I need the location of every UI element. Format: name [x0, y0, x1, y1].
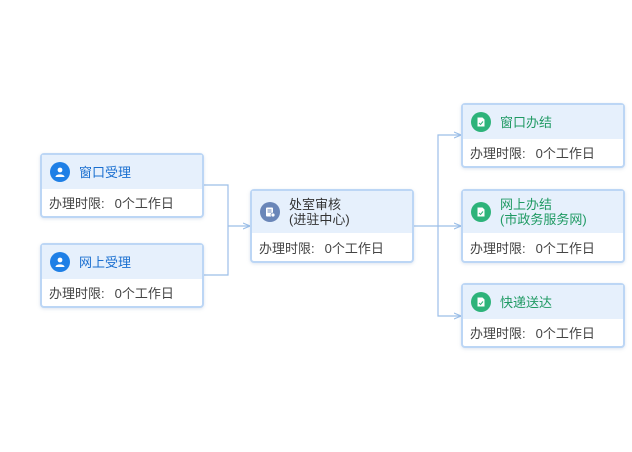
node-header: 快递送达 [463, 285, 623, 319]
review-icon [260, 202, 280, 222]
time-label: 办理时限: [470, 240, 526, 256]
time-value: 0个工作日 [535, 326, 595, 341]
node-header: 网上办结 (市政务服务网) [463, 191, 623, 233]
node-header: 网上受理 [42, 245, 202, 279]
node-window-done[interactable]: 窗口办结 办理时限: 0个工作日 [461, 103, 625, 168]
node-review[interactable]: 处室审核 (进驻中心) 办理时限: 0个工作日 [250, 189, 414, 263]
node-title: 处室审核 (进驻中心) [289, 197, 350, 227]
connector-window-accept [204, 184, 229, 226]
node-time: 办理时限: 0个工作日 [252, 233, 412, 261]
time-value: 0个工作日 [114, 196, 174, 211]
node-time: 办理时限: 0个工作日 [463, 319, 623, 346]
document-icon [471, 202, 491, 222]
user-icon [50, 162, 70, 182]
node-title: 快递送达 [500, 294, 553, 310]
connector-to-express [437, 226, 461, 316]
node-express[interactable]: 快递送达 办理时限: 0个工作日 [461, 283, 625, 348]
user-icon [50, 252, 70, 272]
document-icon [471, 292, 491, 312]
node-title: 窗口受理 [79, 164, 132, 180]
node-header: 窗口受理 [42, 155, 202, 189]
node-online-accept[interactable]: 网上受理 办理时限: 0个工作日 [40, 243, 204, 308]
document-icon [471, 112, 491, 132]
node-online-done[interactable]: 网上办结 (市政务服务网) 办理时限: 0个工作日 [461, 189, 625, 263]
node-title: 窗口办结 [500, 114, 553, 130]
time-label: 办理时限: [49, 286, 105, 301]
node-time: 办理时限: 0个工作日 [42, 279, 202, 306]
node-title-line2: (进驻中心) [289, 212, 350, 227]
time-label: 办理时限: [470, 326, 526, 341]
node-title: 网上办结 (市政务服务网) [500, 197, 587, 227]
time-value: 0个工作日 [535, 146, 595, 161]
node-time: 办理时限: 0个工作日 [42, 189, 202, 216]
node-title: 网上受理 [79, 254, 132, 270]
node-title-line1: 处室审核 [289, 197, 342, 212]
time-label: 办理时限: [470, 146, 526, 161]
node-title-line1: 网上办结 [500, 197, 553, 212]
node-title-line2: (市政务服务网) [500, 212, 587, 227]
connector-online-accept [204, 226, 229, 276]
time-value: 0个工作日 [324, 240, 384, 256]
time-value: 0个工作日 [535, 240, 595, 256]
time-label: 办理时限: [49, 196, 105, 211]
connector-to-window-done [437, 135, 461, 226]
time-label: 办理时限: [259, 240, 315, 256]
node-time: 办理时限: 0个工作日 [463, 139, 623, 166]
node-time: 办理时限: 0个工作日 [463, 233, 623, 261]
node-window-accept[interactable]: 窗口受理 办理时限: 0个工作日 [40, 153, 204, 218]
time-value: 0个工作日 [114, 286, 174, 301]
node-header: 处室审核 (进驻中心) [252, 191, 412, 233]
node-header: 窗口办结 [463, 105, 623, 139]
